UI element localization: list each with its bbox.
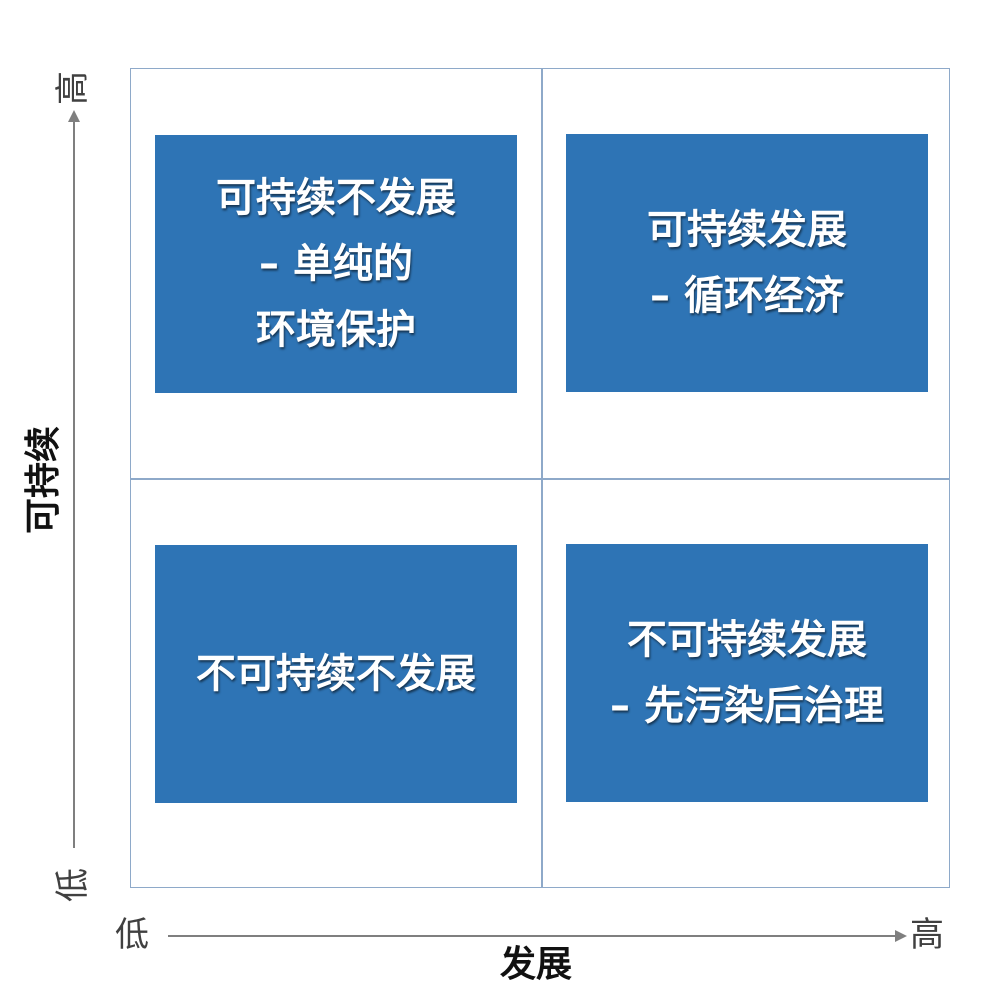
y-axis-high-label: 高 <box>53 71 93 105</box>
quadrant-label-bottom-right: 不可持续发展 – 先污染后治理 <box>610 617 884 729</box>
x-axis-title: 发展 <box>500 944 573 985</box>
quadrant-unsustainable-development: 不可持续发展 – 先污染后治理 <box>566 544 928 802</box>
quadrant-label-bottom-left: 不可持续不发展 <box>196 651 476 697</box>
y-axis-low-label: 低 <box>53 868 93 902</box>
x-axis-arrow-icon <box>895 930 907 942</box>
horizontal-divider <box>130 478 950 480</box>
quadrant-sustainable-no-development: 可持续不发展 – 单纯的 环境保护 <box>155 135 517 393</box>
y-axis-title: 可持续 <box>23 426 64 535</box>
quadrant-label-top-right: 可持续发展 – 循环经济 <box>647 207 847 319</box>
y-axis-arrow-icon <box>68 110 80 122</box>
quadrant-sustainable-development: 可持续发展 – 循环经济 <box>566 134 928 392</box>
x-axis-low-label: 低 <box>115 915 149 955</box>
quadrant-label-top-left: 可持续不发展 – 单纯的 环境保护 <box>216 175 456 353</box>
y-axis-line <box>73 120 75 848</box>
x-axis-line <box>168 935 898 937</box>
quadrant-unsustainable-no-development: 不可持续不发展 <box>155 545 517 803</box>
x-axis-high-label: 高 <box>910 915 944 955</box>
